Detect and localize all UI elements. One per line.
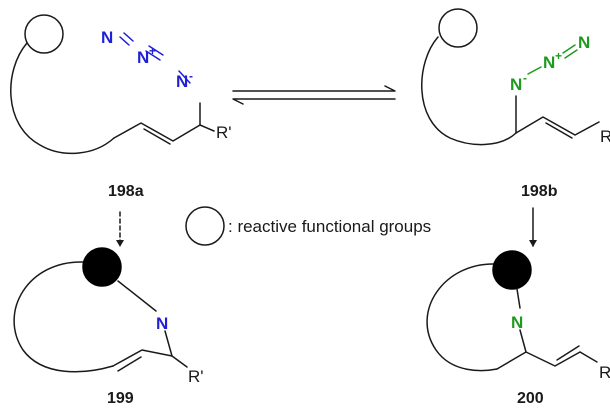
substituent-r-198a: R' [216,123,232,142]
azide-bond-2b-198b [564,49,578,59]
double-bond-200 [556,345,580,361]
compound-198b: N - N + N R' 198b [421,8,610,200]
charge-minus-198a: - [189,69,193,83]
substituent-r-200: R' [599,363,610,382]
azide-bond-3a-198a [119,36,130,46]
compound-label-199: 199 [107,390,134,407]
bond-n-c-200 [519,329,527,353]
compound-198a: N N + N - R' 198a [10,14,232,200]
compound-label-198b: 198b [521,183,558,200]
reactive-group-circle-198b [438,8,478,48]
macrocycle-chain-199 [13,261,114,373]
atom-n-terminal-198b: N [578,33,590,52]
alkene-chain-198a [113,122,201,142]
atom-n-alpha-198a: N [176,72,188,91]
compound-199: N R' 199 [13,247,204,407]
atom-n-alpha-198b: N [510,75,522,94]
equilibrium-arrows [232,85,396,105]
double-bond-198b [545,122,573,139]
compound-200: N R' 200 [426,250,610,407]
reactive-group-filled-200 [492,250,532,290]
charge-plus-198a: + [149,44,156,58]
bond-to-substituent-198a [199,124,215,132]
legend-text: : reactive functional groups [228,217,431,236]
azide-bond-2b-198a [148,45,164,56]
azide-bond-2a-198b [562,44,576,54]
bond-ring-n-199 [117,280,157,312]
atom-n-central-198b: N [543,53,555,72]
compound-label-198a: 198a [108,183,144,200]
substituent-r-199: R' [188,367,204,386]
bond-to-substituent-199 [171,355,188,368]
alkene-chain-198b [515,116,600,136]
reactive-group-filled-199 [82,247,122,287]
atom-n-terminal-198a: N [101,28,113,47]
macrocycle-chain-198b [421,36,517,146]
reactive-group-circle-198a [24,14,64,54]
azide-bond-2a-198a [145,50,161,61]
atom-n-199: N [156,314,168,333]
equilibrium-reverse-arrow [232,98,396,105]
macrocycle-chain-200 [426,263,498,372]
legend: : reactive functional groups [185,206,431,246]
azide-bond-1-198a [178,70,191,84]
double-bond-199 [117,356,142,372]
double-bond-198a [143,128,171,145]
charge-plus-198b: + [555,49,562,63]
charge-minus-198b: - [523,71,527,85]
bond-to-substituent-200 [579,351,598,363]
azide-bond-3b-198a [123,32,134,42]
azide-bond-1-198b [527,66,542,75]
legend-circle-icon [185,206,225,246]
alkene-chain-199 [112,349,173,367]
compound-label-200: 200 [517,390,544,407]
atom-n-200: N [511,313,523,332]
equilibrium-forward-arrow [232,85,396,92]
bond-ring-n-200 [516,288,521,309]
substituent-r-198b: R' [600,127,610,146]
alkene-chain-200 [496,351,581,370]
atom-n-central-198a: N [137,48,149,67]
bond-n-c-199 [164,330,173,357]
macrocycle-chain-198a [10,42,115,155]
